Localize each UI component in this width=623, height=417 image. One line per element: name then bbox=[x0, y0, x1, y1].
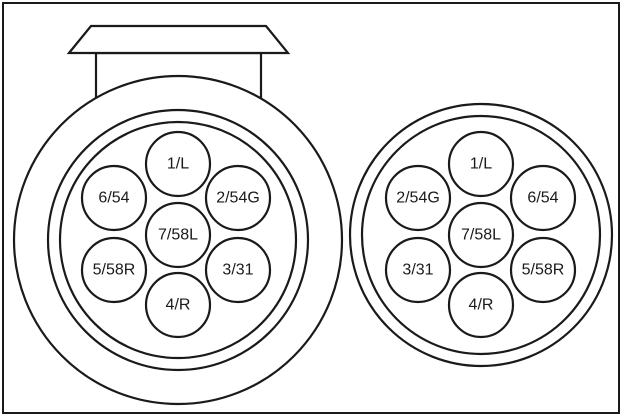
plug-pin: 6/54 bbox=[509, 164, 577, 232]
socket-pin-label: 4/R bbox=[166, 297, 191, 314]
socket-pin: 5/58R bbox=[80, 236, 148, 304]
socket-pin: 3/31 bbox=[204, 236, 272, 304]
socket-pin-label: 5/58R bbox=[93, 262, 136, 279]
plug-pin-label: 3/31 bbox=[402, 262, 433, 279]
socket-hinge-cap bbox=[66, 24, 291, 55]
plug-pin-label: 5/58R bbox=[522, 262, 565, 279]
plug-pin: 1/L bbox=[447, 130, 515, 198]
plug-connector: 1/L 2/54G 6/54 7/58L 3/31 5/58R 4/R bbox=[348, 102, 614, 368]
socket-connector: 1/L 6/54 2/54G 7/58L 5/58R 3/31 4/R bbox=[12, 24, 344, 406]
socket-pin-label: 1/L bbox=[167, 156, 189, 173]
socket-pin-label: 7/58L bbox=[158, 227, 198, 244]
socket-pin: 2/54G bbox=[204, 164, 272, 232]
plug-pin-label: 6/54 bbox=[527, 190, 558, 207]
plug-pin-label: 7/58L bbox=[461, 227, 501, 244]
plug-pin: 3/31 bbox=[384, 236, 452, 304]
plug-pin: 7/58L bbox=[447, 201, 515, 269]
plug-pin-label: 4/R bbox=[469, 297, 494, 314]
plug-pin: 4/R bbox=[447, 271, 515, 339]
socket-pin-label: 6/54 bbox=[98, 190, 129, 207]
plug-pin-label: 2/54G bbox=[396, 190, 440, 207]
plug-pin-label: 1/L bbox=[470, 156, 492, 173]
socket-pin: 6/54 bbox=[80, 164, 148, 232]
plug-pin: 2/54G bbox=[384, 164, 452, 232]
socket-pin-label: 2/54G bbox=[216, 190, 260, 207]
socket-pin-label: 3/31 bbox=[222, 262, 253, 279]
plug-pin: 5/58R bbox=[509, 236, 577, 304]
socket-pin: 7/58L bbox=[144, 201, 212, 269]
socket-pin: 4/R bbox=[144, 271, 212, 339]
socket-pin: 1/L bbox=[144, 130, 212, 198]
